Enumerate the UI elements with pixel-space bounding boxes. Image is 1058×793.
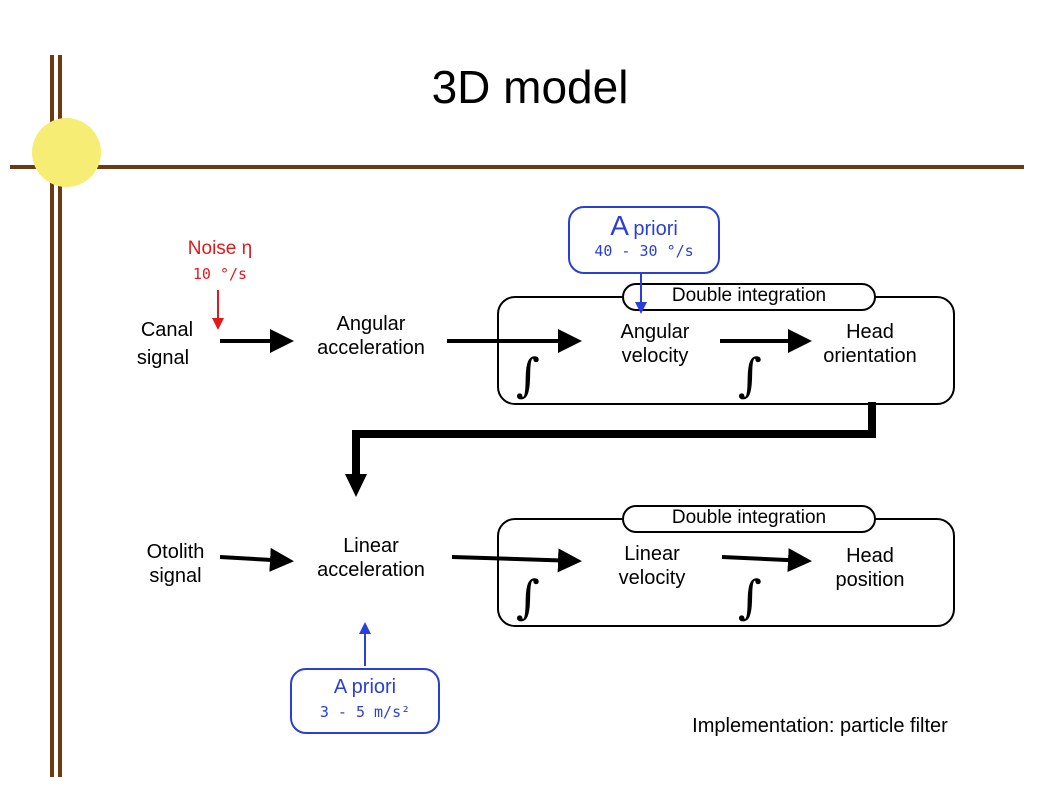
frame-vertical-line-left xyxy=(50,55,54,777)
angular-acceleration-label: Angular acceleration xyxy=(296,312,446,360)
page-title: 3D model xyxy=(431,61,629,113)
linear-velocity-line1: Linear xyxy=(624,543,680,565)
arrow-noise-head xyxy=(212,318,224,330)
head-orientation-line2: orientation xyxy=(823,345,917,367)
apriori-top-label-big: A xyxy=(610,210,629,241)
head-position-line2: position xyxy=(835,569,905,591)
group-label-top: Double integration xyxy=(622,283,876,311)
implementation-note: Implementation: particle filter xyxy=(692,715,948,737)
linear-acceleration-line2: acceleration xyxy=(317,559,425,581)
integral-icon: ∫ xyxy=(738,348,762,402)
apriori-top-box: A priori 40 - 30 °/s xyxy=(568,206,720,274)
integral-icon: ∫ xyxy=(738,570,762,624)
angular-velocity-line2: velocity xyxy=(621,345,689,367)
arrow-otolith-to-accel xyxy=(219,547,294,572)
linear-velocity-label: Linear velocity xyxy=(577,542,727,590)
group-label-bottom: Double integration xyxy=(622,505,876,533)
arrow-apriori-top-head xyxy=(635,302,647,314)
integral-icon: ∫ xyxy=(516,348,540,402)
canal-signal-line2: signal xyxy=(136,347,190,369)
angular-velocity-label: Angular velocity xyxy=(580,320,730,368)
apriori-bottom-value: 3 - 5 m/s² xyxy=(319,703,411,721)
otolith-signal-label: Otolith signal xyxy=(128,540,223,588)
linear-velocity-line2: velocity xyxy=(618,567,686,589)
apriori-top-value: 40 - 30 °/s xyxy=(594,242,694,260)
otolith-signal-line2: signal xyxy=(149,565,202,587)
connector-arrowhead xyxy=(345,474,367,497)
arrow-apriori-bottom-head xyxy=(359,622,371,634)
frame-vertical-line-right xyxy=(58,55,62,777)
linear-acceleration-label: Linear acceleration xyxy=(296,534,446,582)
head-orientation-line1: Head xyxy=(846,321,894,343)
arrow-linaccel-to-velocity xyxy=(451,548,582,573)
canal-signal-label: Canal signal xyxy=(122,318,212,370)
linear-acceleration-line1: Linear xyxy=(343,535,399,557)
arrow-velocity-to-position xyxy=(721,548,812,573)
head-position-line1: Head xyxy=(846,545,894,567)
integral-icon: ∫ xyxy=(516,570,540,624)
noise-value: 10 °/s xyxy=(192,265,248,283)
double-integration-box-bottom xyxy=(497,518,955,627)
frame-horizontal-line xyxy=(10,165,1024,169)
noise-label: Noise η xyxy=(187,238,253,259)
apriori-bottom-label: A priori xyxy=(333,676,397,698)
connector-orientation-to-linear xyxy=(352,402,876,478)
angular-acceleration-line2: acceleration xyxy=(317,337,425,359)
apriori-top-label-small: priori xyxy=(633,218,678,240)
head-position-label: Head position xyxy=(795,544,945,592)
canal-signal-line1: Canal xyxy=(140,319,194,341)
head-orientation-label: Head orientation xyxy=(795,320,945,368)
apriori-bottom-box: A priori 3 - 5 m/s² xyxy=(290,668,440,734)
otolith-signal-line1: Otolith xyxy=(146,541,205,563)
yellow-circle-decoration xyxy=(32,118,101,187)
angular-velocity-line1: Angular xyxy=(620,321,690,343)
angular-acceleration-line1: Angular xyxy=(336,313,406,335)
